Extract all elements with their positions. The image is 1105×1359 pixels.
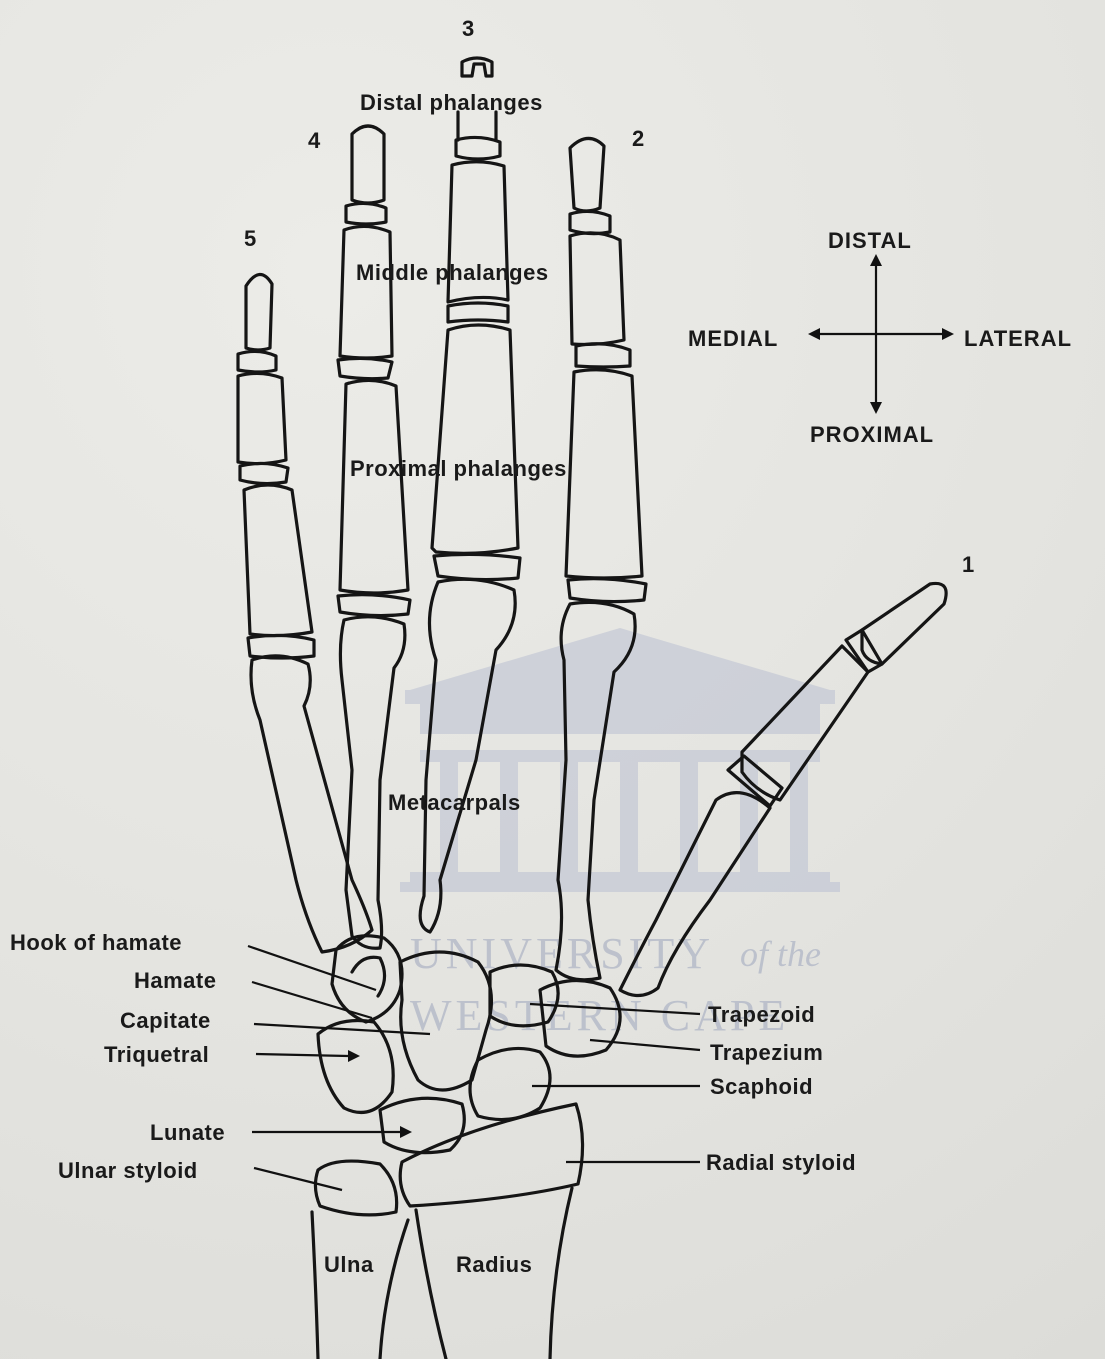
finger-5-bones (238, 274, 314, 658)
triquetral-bone (318, 1021, 393, 1113)
arrow-left-icon (808, 328, 820, 340)
label-trapezium: Trapezium (710, 1040, 823, 1065)
distal-phalanx-4 (352, 126, 384, 203)
label-radius: Radius (456, 1252, 532, 1277)
dip-joint-3 (456, 137, 500, 159)
dip-joint-2 (570, 211, 610, 233)
label-ulna: Ulna (324, 1252, 374, 1277)
label-capitate: Capitate (120, 1008, 211, 1033)
proximal-phalanx-3 (432, 325, 518, 553)
orientation-compass: DISTAL PROXIMAL MEDIAL LATERAL (688, 228, 1072, 447)
university-watermark: UNIVERSITY of the WESTERN CAPE (400, 628, 840, 1040)
label-proximal: PROXIMAL (810, 422, 934, 447)
finger-numbers: 3 4 2 5 1 (244, 16, 975, 577)
ulna-shaft (312, 1212, 408, 1359)
label-hamate: Hamate (134, 968, 216, 993)
middle-phalanx-2 (570, 233, 624, 345)
distal-phalanx-5 (246, 274, 272, 350)
middle-phalanx-5 (238, 373, 286, 463)
pip-joint-4 (338, 358, 392, 378)
dip-joint-4 (346, 203, 386, 224)
label-middle-phalanges: Middle phalanges (356, 260, 549, 285)
finger-2-bones (566, 138, 646, 601)
pip-joint-5 (240, 463, 288, 483)
label-distal: DISTAL (828, 228, 912, 253)
finger-number-4: 4 (308, 128, 321, 153)
label-metacarpals: Metacarpals (388, 790, 521, 815)
distal-phalanx-2 (570, 138, 604, 211)
pip-joint-2 (576, 344, 630, 367)
arrow-right-icon (942, 328, 954, 340)
distal-phalanx-3 (462, 58, 492, 76)
finger-3-bones (432, 58, 520, 580)
mcp-joint-2 (568, 579, 646, 602)
mcp-joint-4 (338, 595, 410, 616)
label-ulnar-styloid: Ulnar styloid (58, 1158, 198, 1183)
label-lateral: LATERAL (964, 326, 1072, 351)
scaphoid-bone (470, 1048, 550, 1119)
label-medial: MEDIAL (688, 326, 778, 351)
label-triquetral: Triquetral (104, 1042, 209, 1067)
pip-joint-3 (448, 303, 508, 322)
finger-number-5: 5 (244, 226, 257, 251)
label-scaphoid: Scaphoid (710, 1074, 813, 1099)
finger-number-3: 3 (462, 16, 475, 41)
lunate-bone (380, 1098, 464, 1152)
label-distal-phalanges: Distal phalanges (360, 90, 543, 115)
proximal-phalanx-5 (244, 485, 312, 636)
label-trapezoid: Trapezoid (708, 1002, 815, 1027)
proximal-phalanx-2 (566, 370, 642, 578)
carpal-labels-left: Hook of hamate Hamate Capitate Triquetra… (10, 930, 225, 1183)
label-proximal-phalanges: Proximal phalanges (350, 456, 567, 481)
metacarpal-5 (251, 656, 372, 952)
label-hook-of-hamate: Hook of hamate (10, 930, 182, 955)
distal-phalanx-3-shaft (458, 112, 496, 140)
hook-of-hamate (352, 957, 385, 996)
finger-number-2: 2 (632, 126, 645, 151)
ulnar-head (315, 1161, 396, 1215)
label-lunate: Lunate (150, 1120, 225, 1145)
mcp-joint-3 (434, 554, 520, 579)
proximal-phalanx-4 (340, 380, 408, 593)
watermark-of-the: of the (740, 934, 821, 974)
finger-number-1: 1 (962, 552, 975, 577)
arrow-down-icon (870, 402, 882, 414)
forearm-bones (312, 1104, 583, 1359)
metacarpal-4 (340, 617, 404, 948)
middle-phalanx-4 (340, 226, 392, 358)
dip-joint-5 (238, 351, 276, 372)
label-radial-styloid: Radial styloid (706, 1150, 856, 1175)
finger-4-bones (338, 126, 410, 616)
arrow-up-icon (870, 254, 882, 266)
